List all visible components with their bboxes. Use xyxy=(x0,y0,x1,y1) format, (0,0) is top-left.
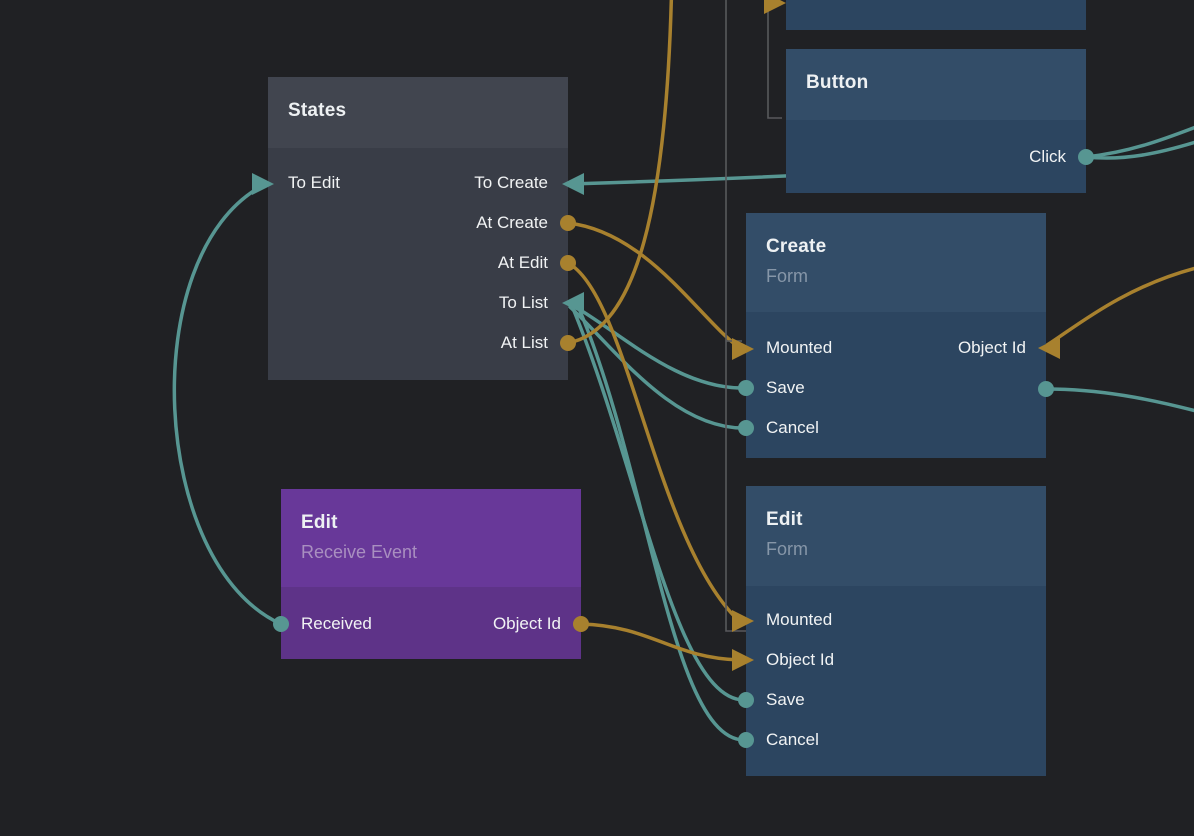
node-edit-form[interactable]: Edit Form Mounted Object Id Save Cancel xyxy=(746,486,1046,776)
port-create-save[interactable]: Save xyxy=(766,378,805,397)
port-at-list[interactable]: At List xyxy=(500,333,548,352)
hierarchy-line-editform xyxy=(725,0,746,632)
connection-atlist-offscreen-top[interactable] xyxy=(566,0,674,345)
connection-atcreate-to-createmounted[interactable] xyxy=(566,221,742,350)
node-button-title: Button xyxy=(806,72,869,93)
port-at-create[interactable]: At Create xyxy=(476,213,548,232)
create-save-dot[interactable] xyxy=(738,380,754,396)
top-node-arrowhead[interactable] xyxy=(764,0,786,14)
to-create-arrowhead[interactable] xyxy=(562,173,584,195)
node-edit-form-header xyxy=(746,486,1046,586)
node-create-form-title: Create xyxy=(766,236,827,257)
at-edit-dot[interactable] xyxy=(560,255,576,271)
node-create-form-header xyxy=(746,213,1046,312)
create-cancel-dot[interactable] xyxy=(738,420,754,436)
connection-editsave-to-tolist[interactable] xyxy=(570,304,748,702)
port-to-create[interactable]: To Create xyxy=(474,173,548,192)
node-states-body xyxy=(268,148,568,380)
connection-createsave-to-tolist[interactable] xyxy=(570,303,748,390)
port-create-mounted[interactable]: Mounted xyxy=(766,338,833,357)
port-at-edit[interactable]: At Edit xyxy=(497,253,548,272)
create-object-id-arrowhead[interactable] xyxy=(1038,337,1060,359)
port-edit-mounted[interactable]: Mounted xyxy=(766,610,833,629)
connection-atedit-to-editmounted[interactable] xyxy=(566,261,740,622)
node-edit-receive-event[interactable]: Edit Receive Event Received Object Id xyxy=(281,489,581,659)
node-edit-receive-header xyxy=(281,489,581,587)
edit-object-id-arrowhead[interactable] xyxy=(732,649,754,671)
node-edit-receive-title: Edit xyxy=(301,512,338,533)
connection-click-offscreen-lower[interactable] xyxy=(1084,140,1194,160)
port-create-object-id[interactable]: Object Id xyxy=(957,338,1026,357)
port-edit-cancel[interactable]: Cancel xyxy=(766,730,819,749)
node-edit-receive-body xyxy=(281,587,581,659)
node-create-form-subtitle: Form xyxy=(766,266,808,286)
node-states-header xyxy=(268,77,568,148)
at-create-dot[interactable] xyxy=(560,215,576,231)
node-partial-top[interactable] xyxy=(786,0,1086,30)
node-create-form[interactable]: Create Form Mounted Object Id Save Cance… xyxy=(746,213,1046,458)
port-edit-save[interactable]: Save xyxy=(766,690,805,709)
at-list-dot[interactable] xyxy=(560,335,576,351)
connection-create-output-offscreen[interactable] xyxy=(1044,387,1194,413)
connection-click-offscreen-upper[interactable] xyxy=(1084,125,1194,159)
create-right-output-dot[interactable] xyxy=(1038,381,1054,397)
port-received[interactable]: Received xyxy=(301,614,372,633)
connection-received-to-toedit[interactable] xyxy=(172,184,283,626)
click-output-dot[interactable] xyxy=(1078,149,1094,165)
port-create-cancel[interactable]: Cancel xyxy=(766,418,819,437)
node-button-header xyxy=(786,49,1086,120)
node-edit-form-body xyxy=(746,586,1046,776)
port-receive-object-id[interactable]: Object Id xyxy=(492,614,561,633)
received-dot[interactable] xyxy=(273,616,289,632)
edit-mounted-arrowhead[interactable] xyxy=(732,610,754,632)
connection-editcancel-to-tolist[interactable] xyxy=(578,309,748,742)
node-edit-form-title: Edit xyxy=(766,509,803,530)
port-to-list[interactable]: To List xyxy=(498,293,548,312)
node-button[interactable]: Button Click xyxy=(786,49,1086,193)
port-click[interactable]: Click xyxy=(1029,147,1066,166)
node-states-title: States xyxy=(288,100,347,121)
port-to-edit[interactable]: To Edit xyxy=(288,173,340,192)
edit-cancel-dot[interactable] xyxy=(738,732,754,748)
port-edit-object-id[interactable]: Object Id xyxy=(766,650,835,669)
node-states[interactable]: States To Edit To Create At Create At Ed… xyxy=(268,77,568,380)
node-edit-receive-subtitle: Receive Event xyxy=(301,542,418,562)
edit-save-dot[interactable] xyxy=(738,692,754,708)
node-button-body xyxy=(786,120,1086,193)
node-create-form-body xyxy=(746,312,1046,458)
to-list-arrowhead[interactable] xyxy=(562,292,584,314)
connection-receiveobjectid-to-editobjectid[interactable] xyxy=(579,622,742,662)
connection-offscreen-to-createobjectid[interactable] xyxy=(1042,266,1194,349)
to-edit-arrowhead[interactable] xyxy=(252,173,274,195)
hierarchy-line-button xyxy=(767,0,782,119)
receive-object-id-dot[interactable] xyxy=(573,616,589,632)
node-edit-form-subtitle: Form xyxy=(766,539,808,559)
create-mounted-arrowhead[interactable] xyxy=(732,338,754,360)
